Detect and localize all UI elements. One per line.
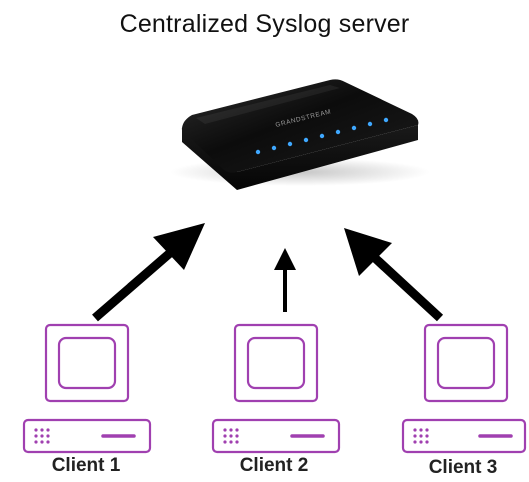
client-3-computer-icon [401,323,527,454]
client-1-computer-icon [22,323,152,454]
client-1-label: Client 1 [51,455,121,476]
arrow-client-3-to-server [344,228,444,322]
server-status-leds [255,117,389,155]
arrow-client-1-to-server [92,223,205,322]
client-3-label: Client 3 [428,457,498,478]
diagram-title: Centralized Syslog server [119,10,410,38]
syslog-server-device: GRANDSTREAM [170,79,430,190]
client-2-label: Client 2 [239,455,309,476]
arrow-client-2-to-server [274,248,296,312]
client-2-computer-icon [211,323,341,454]
